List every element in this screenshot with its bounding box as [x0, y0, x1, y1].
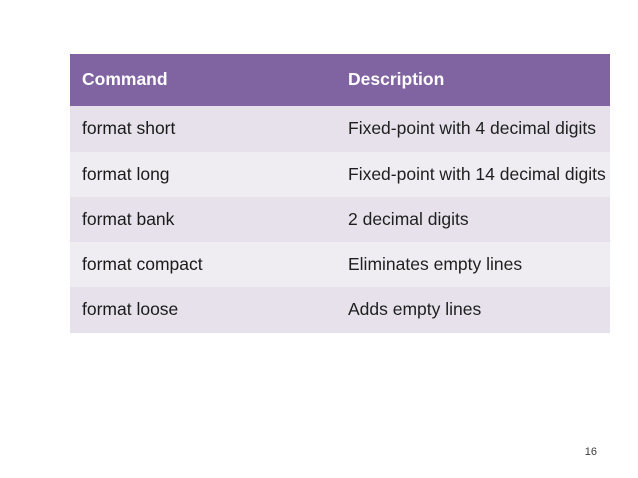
table-row: format long Fixed-point with 14 decimal … [70, 151, 610, 197]
cell-command: format long [70, 151, 338, 197]
cell-command: format bank [70, 196, 338, 243]
cell-description: Fixed-point with 14 decimal digits [338, 151, 610, 197]
cell-command: format compact [70, 242, 338, 288]
table-row: format short Fixed-point with 4 decimal … [70, 106, 610, 152]
cell-description: Eliminates empty lines [338, 242, 610, 288]
cell-command: format short [70, 106, 338, 152]
column-header-description: Description [338, 54, 610, 107]
table-row: format loose Adds empty lines [70, 287, 610, 333]
table-body: format short Fixed-point with 4 decimal … [70, 106, 610, 333]
cell-command: format loose [70, 287, 338, 333]
command-table-container: Command Description format short Fixed-p… [70, 54, 610, 333]
cell-description: Adds empty lines [338, 287, 610, 333]
table-header: Command Description [70, 54, 610, 107]
table-row: format bank 2 decimal digits [70, 196, 610, 243]
cell-description: 2 decimal digits [338, 196, 610, 243]
table-row: format compact Eliminates empty lines [70, 242, 610, 288]
cell-description: Fixed-point with 4 decimal digits [338, 106, 610, 152]
page-number: 16 [584, 446, 597, 458]
command-table: Command Description format short Fixed-p… [70, 54, 610, 333]
column-header-command: Command [70, 54, 338, 107]
table-header-row: Command Description [70, 54, 610, 107]
